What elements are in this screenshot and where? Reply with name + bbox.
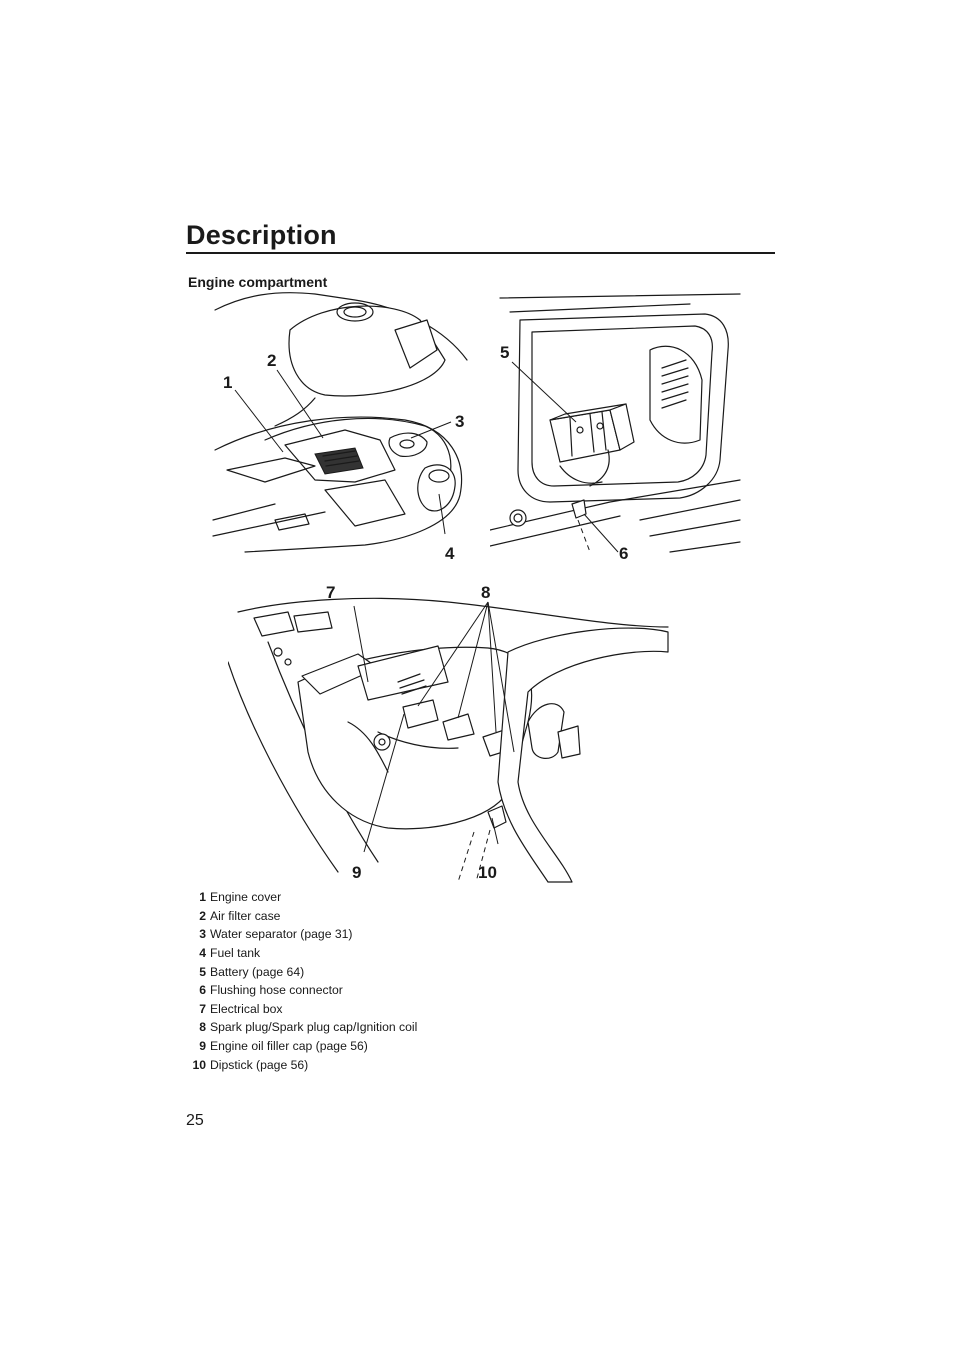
engine-cover-illustration — [212, 292, 468, 553]
callout-10: 10 — [478, 863, 497, 882]
section-heading: Engine compartment — [188, 274, 328, 290]
page-title: Description — [186, 220, 337, 250]
callout-6: 6 — [619, 544, 629, 563]
title-rule — [186, 252, 775, 254]
callout-5: 5 — [500, 343, 510, 362]
callout-2: 2 — [267, 351, 277, 370]
callout-4: 4 — [445, 544, 455, 563]
figure-engine-cover: 1 2 3 4 — [205, 290, 475, 565]
figure-engine-bay: 7 8 9 10 — [228, 582, 670, 888]
callout-7: 7 — [326, 583, 336, 602]
page-number: 25 — [186, 1112, 204, 1129]
callout-8: 8 — [481, 583, 491, 602]
callout-3: 3 — [455, 412, 465, 431]
engine-bay-illustration — [228, 597, 669, 883]
callout-9: 9 — [352, 863, 362, 882]
battery-illustration — [490, 293, 741, 553]
figure-battery: 5 6 — [490, 290, 750, 565]
callout-1: 1 — [223, 373, 233, 392]
